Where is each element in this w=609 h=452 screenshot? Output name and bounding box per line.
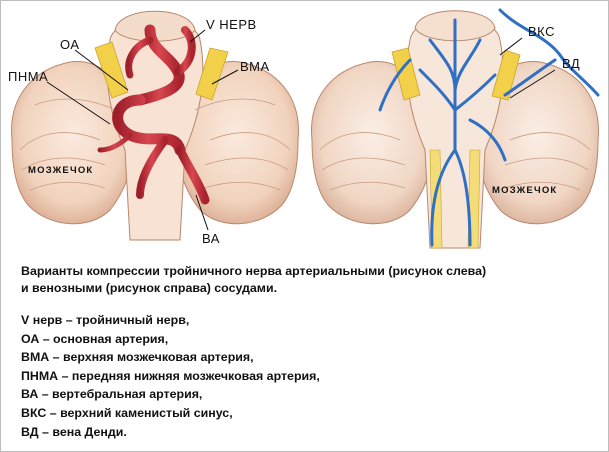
- caption-line-1: Варианты компрессии тройничного нерва ар…: [21, 264, 487, 278]
- legend-item: ВА – вертебральная артерия,: [21, 387, 203, 402]
- right-illustration: [311, 8, 600, 249]
- abbreviation-legend: V нерв – тройничный нерв, ОА – основная …: [21, 311, 591, 441]
- legend-item: ВД – вена Денди.: [21, 424, 127, 439]
- label-cerebellum-left: МОЗЖЕЧОК: [28, 165, 94, 176]
- right-trigeminal-nerve-right: [491, 49, 521, 101]
- left-pointer-lines: [46, 29, 239, 231]
- figures-area: V НЕРВ ОА ВМА ПНМА МОЗЖЕЧОК ВА ВКС ВД МО…: [8, 8, 600, 249]
- legend-item: ВМА – верхняя мозжечковая артерия,: [21, 350, 254, 365]
- label-vks: ВКС: [528, 24, 555, 39]
- right-trigeminal-nerve-left: [391, 47, 421, 101]
- anatomy-illustrations: [11, 8, 600, 249]
- legend-item: ПНМА – передняя нижняя мозжечковая артер…: [21, 368, 320, 383]
- label-cerebellum-right: МОЗЖЕЧОК: [492, 185, 558, 196]
- right-pointer-lines: [499, 37, 556, 99]
- left-arteries: [97, 24, 210, 205]
- label-vma: ВМА: [240, 59, 270, 74]
- right-lower-nerves: [429, 149, 481, 249]
- label-pnma: ПНМА: [8, 69, 49, 84]
- left-trigeminal-nerve-right: [195, 47, 229, 101]
- legend-item: V нерв – тройничный нерв,: [21, 313, 190, 327]
- label-oa: ОА: [60, 37, 80, 52]
- legend-item: ВКС – верхний каменистый синус,: [21, 405, 233, 420]
- left-illustration: [11, 10, 299, 241]
- left-upper-structure: [114, 10, 196, 42]
- label-vd: ВД: [562, 56, 581, 71]
- right-veins: [378, 8, 600, 247]
- caption-line-2: и венозными (рисунок справа) сосудами.: [21, 281, 278, 295]
- legend-item: ОА – основная артерия,: [21, 331, 169, 346]
- figure-caption: Варианты компрессии тройничного нерва ар…: [21, 263, 591, 297]
- label-v-nerve: V НЕРВ: [206, 17, 257, 32]
- label-va: ВА: [202, 231, 220, 246]
